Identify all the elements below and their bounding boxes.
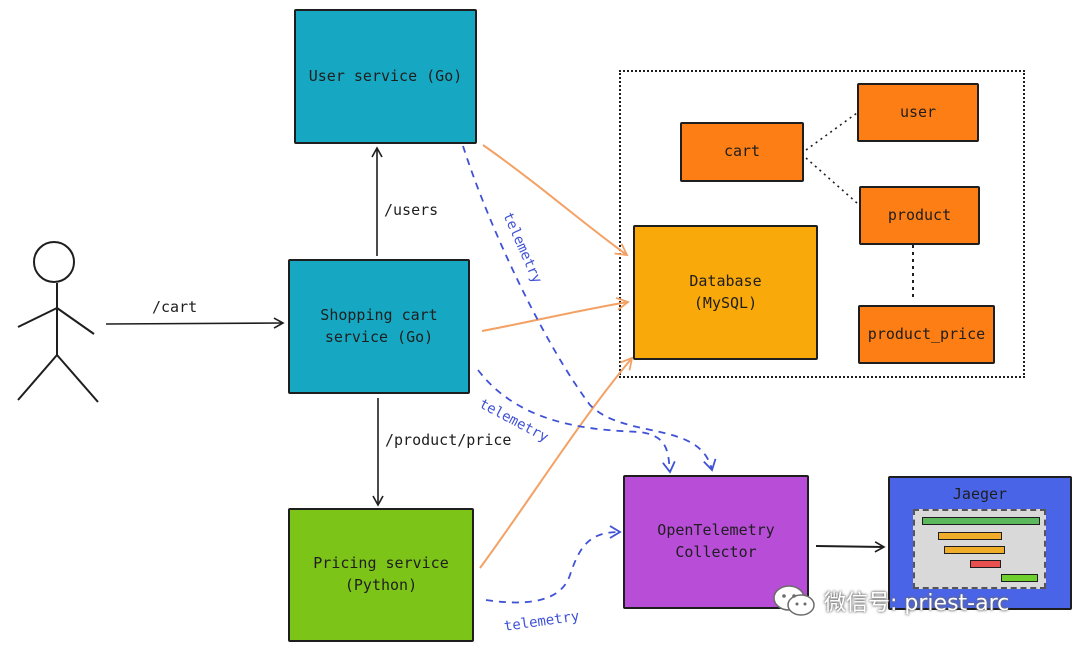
cart-edge-label: /cart bbox=[152, 298, 198, 316]
pricing-db-arrow bbox=[479, 356, 634, 569]
pricing-service-label: Pricing service (Python) bbox=[313, 554, 449, 594]
cart-product-relation bbox=[805, 157, 858, 204]
product-price-edge-label: /product/price bbox=[385, 431, 512, 449]
database-group-boundary bbox=[619, 70, 1025, 378]
wechat-icon bbox=[773, 585, 815, 616]
stick-figure-user-icon bbox=[17, 241, 99, 403]
shopping-cart-service-node[interactable]: Shopping cart service (Go) bbox=[288, 259, 470, 394]
product-price-table-label: product_price bbox=[867, 324, 986, 343]
collector-to-jaeger-arrow bbox=[815, 541, 886, 553]
shopping-cart-db-arrow bbox=[481, 297, 630, 332]
cart-user-relation bbox=[805, 112, 858, 151]
user-table-label: user bbox=[899, 102, 937, 121]
users-edge-label: /users bbox=[384, 201, 439, 219]
trace-span-bar bbox=[938, 532, 1002, 540]
cart-table-node[interactable]: cart bbox=[680, 122, 804, 182]
trace-span-bar bbox=[1001, 574, 1038, 582]
telemetry-pricing-arrow bbox=[485, 525, 622, 604]
database-label: Database (MySQL) bbox=[689, 271, 762, 312]
watermark-text: 微信号: priest-arc bbox=[824, 591, 1010, 616]
otel-collector-label: OpenTelemetry Collector bbox=[657, 521, 775, 561]
otel-collector-node[interactable]: OpenTelemetry Collector bbox=[623, 475, 809, 609]
telemetry-shopping-cart-arrow bbox=[477, 369, 676, 474]
cart-table-label: cart bbox=[723, 142, 761, 161]
jaeger-label: Jaeger bbox=[952, 485, 1008, 503]
product-table-node[interactable]: product bbox=[859, 186, 980, 245]
trace-span-bar bbox=[922, 517, 1040, 525]
jaeger-trace-panel bbox=[913, 509, 1046, 589]
user-service-db-arrow bbox=[482, 144, 629, 257]
cart-arrow bbox=[105, 317, 285, 329]
pricing-service-node[interactable]: Pricing service (Python) bbox=[288, 508, 474, 642]
product-table-label: product bbox=[887, 205, 952, 224]
telemetry-user-service-arrow bbox=[462, 145, 717, 472]
database-node[interactable]: Database (MySQL) bbox=[633, 225, 818, 360]
user-service-node[interactable]: User service (Go) bbox=[294, 9, 477, 144]
trace-span-bar bbox=[970, 560, 1001, 568]
shopping-cart-service-label: Shopping cart service (Go) bbox=[320, 305, 438, 346]
user-service-label: User service (Go) bbox=[308, 66, 463, 85]
trace-span-bar bbox=[944, 546, 1005, 554]
product-price-table-node[interactable]: product_price bbox=[858, 305, 995, 364]
user-table-node[interactable]: user bbox=[857, 83, 979, 142]
watermark: 微信号: priest-arc bbox=[772, 584, 1009, 618]
